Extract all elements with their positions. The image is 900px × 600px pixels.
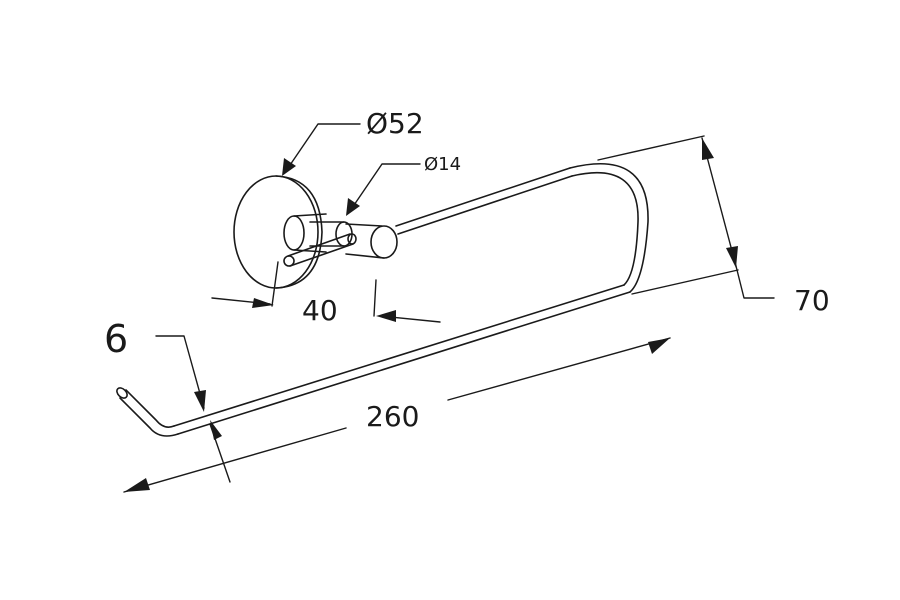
label-wire-thickness: 6 xyxy=(104,317,128,361)
pin-tip xyxy=(347,233,357,245)
hook-tip xyxy=(116,387,128,399)
rosette-outer xyxy=(233,175,319,289)
label-length: 260 xyxy=(366,400,419,433)
leader-upper xyxy=(155,335,205,409)
label-rod-diameter: Ø14 xyxy=(424,154,461,175)
wire-end-inner xyxy=(571,171,639,286)
dim-length: 260 xyxy=(123,337,671,493)
hook-inner xyxy=(125,389,175,428)
wire-lower-inner xyxy=(173,284,625,427)
dim-wire-thickness: 6 xyxy=(104,317,231,483)
ext-line-top xyxy=(597,135,705,161)
dim-projection: 40 xyxy=(211,261,441,327)
wire-upper-inner xyxy=(397,175,573,235)
arrowhead xyxy=(194,390,206,412)
wire-end-outer xyxy=(569,163,649,293)
arrowhead xyxy=(726,246,738,268)
arrowhead xyxy=(702,138,714,160)
pin-end xyxy=(283,255,295,267)
wire-loop xyxy=(116,163,649,437)
ext-line-left xyxy=(271,261,279,307)
hook-outer xyxy=(119,397,179,437)
dim-height: 70 xyxy=(597,135,830,317)
label-base-diameter: Ø52 xyxy=(366,107,424,140)
dim-line-left xyxy=(123,427,347,493)
label-projection: 40 xyxy=(302,294,338,327)
dim-rod-diameter: Ø14 xyxy=(346,154,461,216)
rosette-edge xyxy=(275,175,323,289)
dim-base-diameter: Ø52 xyxy=(282,107,424,176)
ext-line-right xyxy=(373,279,377,317)
ext-line-bottom xyxy=(631,269,739,295)
arrowhead xyxy=(346,198,360,216)
leader-height xyxy=(735,265,775,299)
arrowhead xyxy=(282,158,296,176)
arrowhead xyxy=(376,310,396,322)
leader-base-diameter xyxy=(287,123,361,169)
leader-rod-diameter xyxy=(351,163,421,209)
arrowhead xyxy=(648,338,670,354)
post-body xyxy=(293,213,327,253)
wire-upper-outer xyxy=(395,167,571,227)
dim-line-right xyxy=(447,337,671,401)
arrowhead xyxy=(252,298,274,308)
wall-rosette xyxy=(233,175,323,289)
dim-line-vertical xyxy=(701,137,737,267)
post-base xyxy=(283,215,305,251)
wire-lower-outer xyxy=(177,291,631,435)
post xyxy=(283,213,357,267)
cap-body xyxy=(345,223,385,259)
label-height: 70 xyxy=(794,284,830,317)
cap-face xyxy=(370,225,398,259)
cap xyxy=(345,223,398,259)
arrowhead xyxy=(124,478,150,492)
arrowhead xyxy=(210,420,222,440)
pin-body xyxy=(287,233,354,267)
